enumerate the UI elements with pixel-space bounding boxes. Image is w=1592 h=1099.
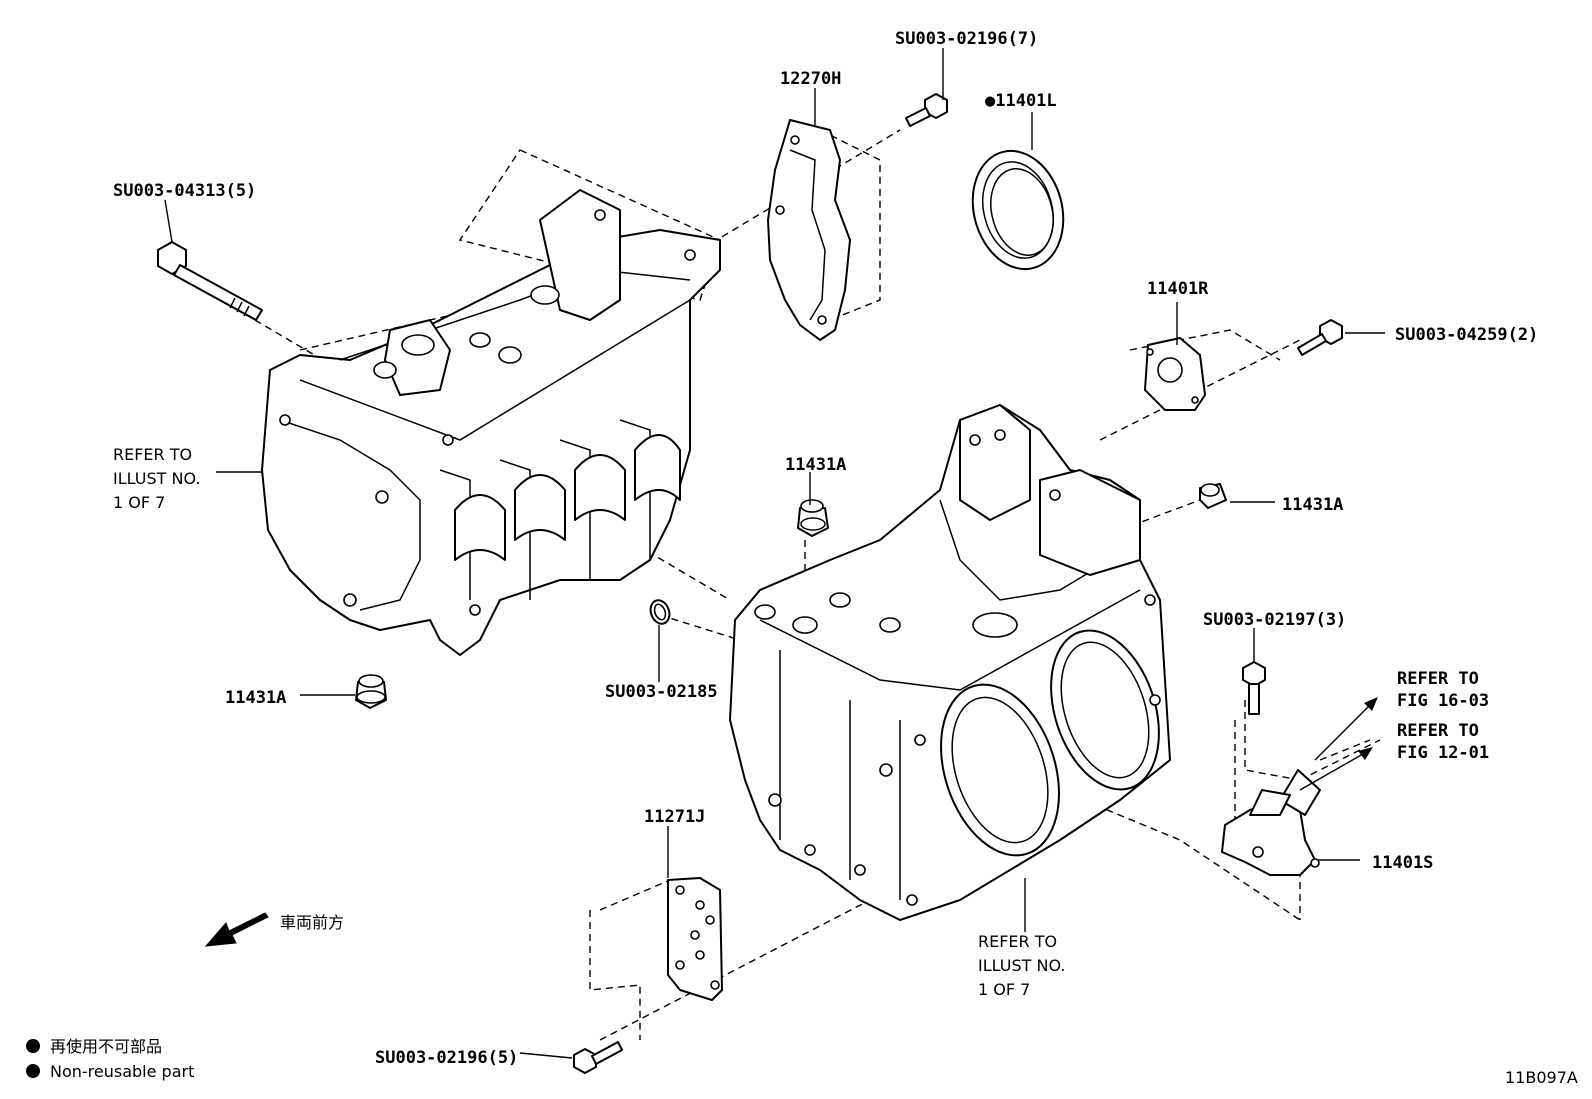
long-bolt bbox=[157, 241, 263, 321]
o-ring bbox=[649, 599, 671, 625]
water-outlet-11401s bbox=[1221, 769, 1321, 876]
front-direction-label: 車両前方 bbox=[280, 913, 344, 932]
refer-bottom-line3: 1 OF 7 bbox=[978, 980, 1030, 999]
refer-left-line2: ILLUST NO. bbox=[113, 469, 200, 488]
rear-seal-ring bbox=[971, 149, 1065, 271]
right-crankcase-half bbox=[729, 404, 1171, 921]
label-seal-rear: ●11401L bbox=[985, 91, 1057, 111]
plug-right bbox=[1199, 483, 1227, 509]
plug-left bbox=[355, 674, 387, 709]
label-bolt-right: SU003-04259(2) bbox=[1395, 325, 1538, 345]
refer-fig-12-01: REFER TO FIG 12-01 bbox=[1397, 721, 1489, 763]
plate-11271j bbox=[667, 877, 723, 1001]
plug-center bbox=[797, 499, 829, 537]
legend-line1: 再使用不可部品 bbox=[50, 1037, 162, 1056]
figure-code: 11B097A bbox=[1505, 1068, 1578, 1087]
label-plate-bottom: 11271J bbox=[644, 807, 705, 827]
legend-bullet-2 bbox=[26, 1064, 40, 1078]
outlet-bolt bbox=[1242, 661, 1266, 715]
refer-fig2-line2: FIG 12-01 bbox=[1397, 743, 1489, 763]
gasket-12270h bbox=[767, 119, 851, 341]
label-bolt-bottom: SU003-02196(5) bbox=[375, 1048, 518, 1068]
refer-bottom-line1: REFER TO bbox=[978, 932, 1057, 951]
refer-left-line3: 1 OF 7 bbox=[113, 493, 165, 512]
bottom-bolt bbox=[573, 1041, 623, 1074]
label-cover-right: 11401R bbox=[1147, 279, 1209, 299]
refer-note-bottom: REFER TO ILLUST NO. 1 OF 7 bbox=[978, 932, 1065, 999]
label-gasket-top: 12270H bbox=[780, 69, 841, 89]
label-bolt-long: SU003-04313(5) bbox=[113, 181, 256, 201]
refer-fig1-line1: REFER TO bbox=[1397, 669, 1479, 689]
label-plug-right: 11431A bbox=[1282, 495, 1343, 515]
refer-note-left: REFER TO ILLUST NO. 1 OF 7 bbox=[113, 445, 200, 512]
refer-bottom-line2: ILLUST NO. bbox=[978, 956, 1065, 975]
refer-left-line1: REFER TO bbox=[113, 445, 192, 464]
top-bolt bbox=[905, 93, 948, 127]
legend-bullet-1 bbox=[26, 1039, 40, 1053]
label-outlet: 11401S bbox=[1372, 853, 1433, 873]
label-bolt-top: SU003-02196(7) bbox=[895, 29, 1038, 49]
label-plug-center: 11431A bbox=[785, 455, 846, 475]
refer-fig1-line2: FIG 16-03 bbox=[1397, 691, 1489, 711]
label-bolt-outlet: SU003-02197(3) bbox=[1203, 610, 1346, 630]
label-oring: SU003-02185 bbox=[605, 682, 718, 702]
cover-11401r bbox=[1144, 337, 1206, 411]
leader-lines bbox=[164, 48, 1385, 1059]
legend-line2: Non-reusable part bbox=[50, 1062, 194, 1081]
front-direction-arrow bbox=[204, 912, 269, 947]
refer-fig-16-03: REFER TO FIG 16-03 bbox=[1397, 669, 1489, 711]
left-crankcase-half bbox=[261, 189, 721, 656]
legend: 再使用不可部品 Non-reusable part bbox=[26, 1037, 194, 1081]
refer-fig2-line1: REFER TO bbox=[1397, 721, 1479, 741]
label-plug-left: 11431A bbox=[225, 688, 286, 708]
right-bolt bbox=[1297, 319, 1343, 356]
